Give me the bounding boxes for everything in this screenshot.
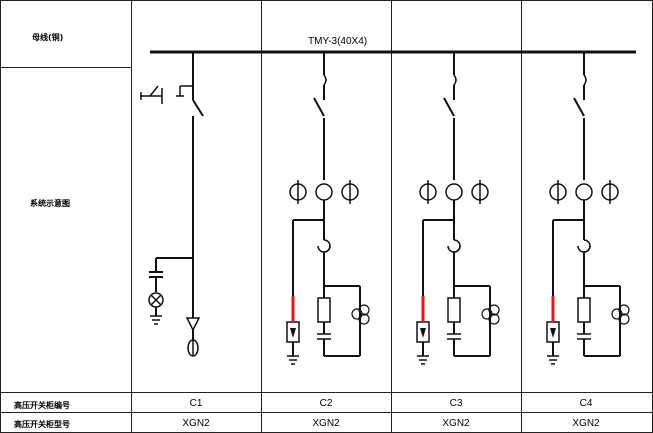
row-label-busbar: 母线(铜)	[32, 32, 63, 42]
row-label-schematic: 系统示意图	[30, 198, 70, 208]
panel-number-c3: C3	[450, 398, 463, 409]
panel-model-c3: XGN2	[442, 418, 470, 429]
panel-model-c1: XGN2	[182, 418, 210, 429]
panel-c1-schematic	[140, 52, 204, 357]
panel-model-c4: XGN2	[572, 418, 600, 429]
panel-model-c2: XGN2	[312, 418, 340, 429]
busbar-spec: TMY-3(40X4)	[308, 36, 367, 47]
row-label-panel-number: 高压开关柜编号	[14, 400, 70, 410]
panel-number-c4: C4	[580, 398, 593, 409]
panel-c4-schematic	[545, 50, 631, 366]
row-label-panel-model: 高压开关柜型号	[14, 419, 70, 429]
panel-number-c2: C2	[320, 398, 333, 409]
panel-c3-schematic	[415, 50, 501, 366]
panel-c2-schematic	[286, 52, 370, 365]
panel-number-c1: C1	[190, 398, 203, 409]
